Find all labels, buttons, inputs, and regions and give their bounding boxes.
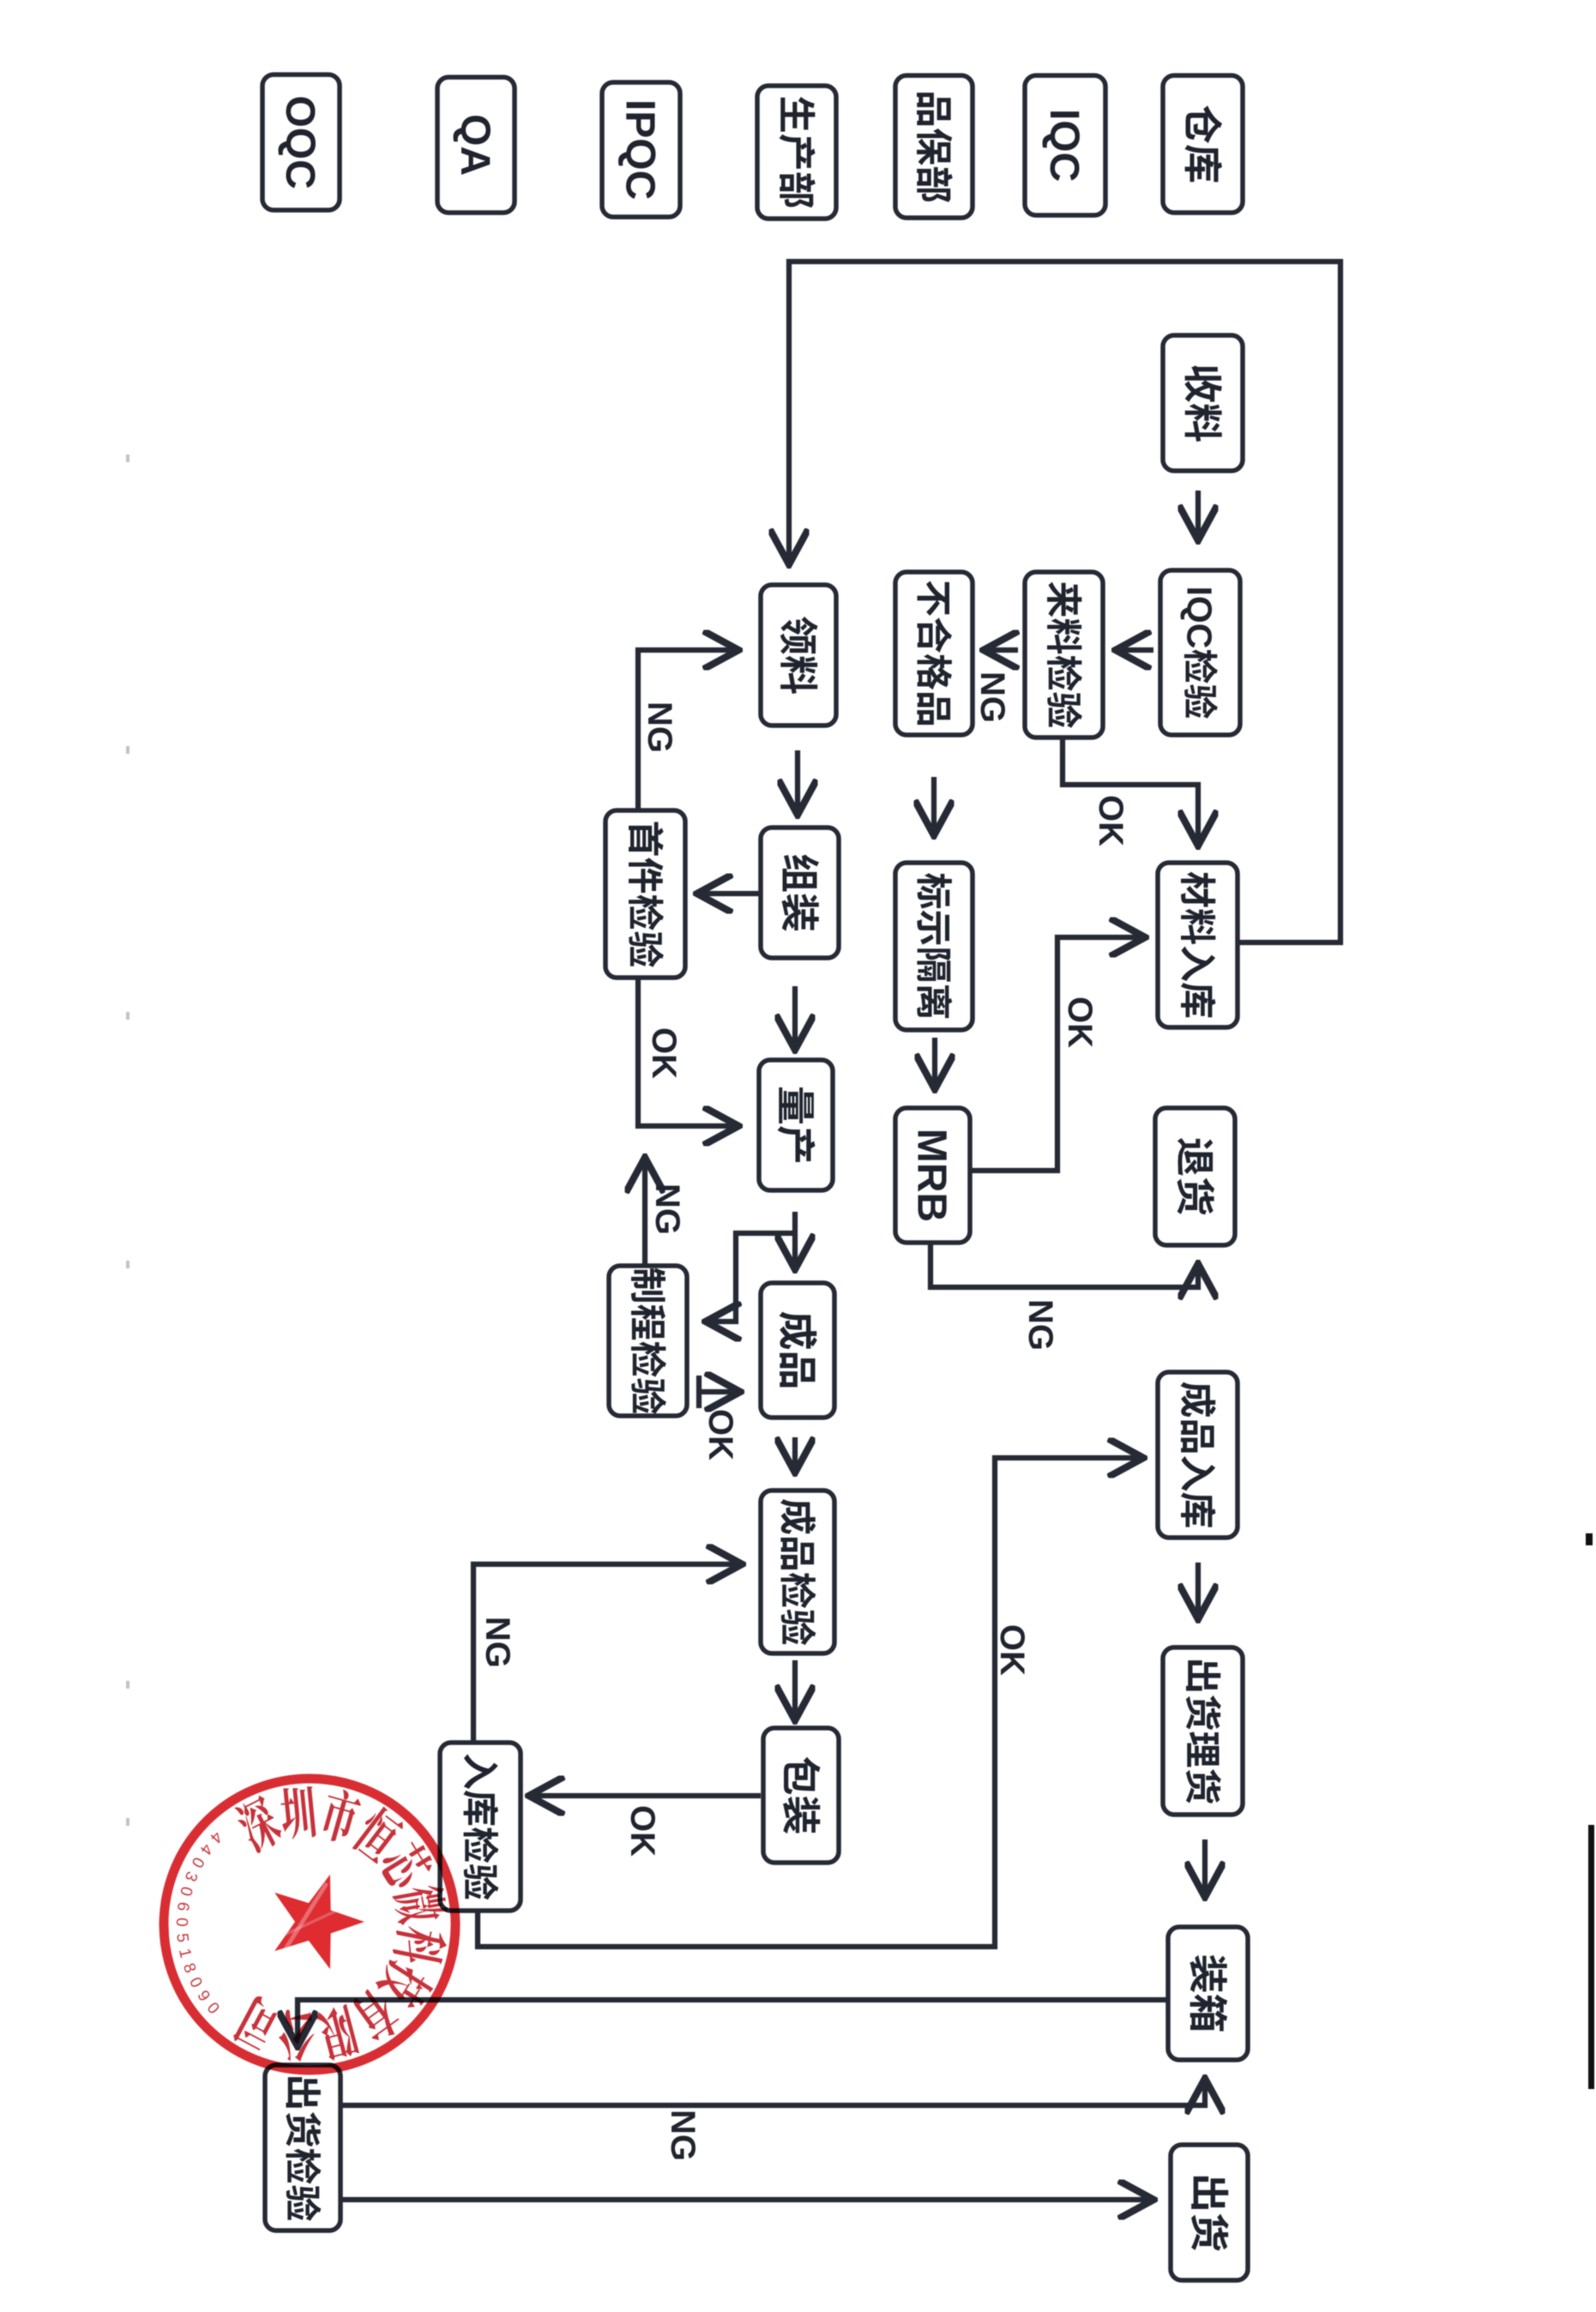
svg-text:IQC: IQC (1180, 587, 1220, 649)
svg-text:NG: NG (664, 2110, 702, 2161)
svg-text:OQC: OQC (277, 95, 322, 189)
svg-text:IQC: IQC (1041, 109, 1087, 182)
svg-text:NG: NG (641, 701, 678, 753)
svg-text:6: 6 (173, 1900, 192, 1912)
svg-text:QA: QA (452, 114, 497, 176)
svg-text:0: 0 (176, 1884, 196, 1898)
svg-text:OK: OK (645, 1027, 683, 1079)
svg-text:OK: OK (702, 1409, 739, 1460)
svg-text:OK: OK (1092, 795, 1129, 846)
svg-text:0: 0 (172, 1918, 190, 1927)
svg-text:OK: OK (623, 1805, 661, 1857)
svg-text:OK: OK (993, 1624, 1031, 1676)
svg-text:NG: NG (973, 671, 1011, 723)
svg-text:MRB: MRB (909, 1129, 955, 1222)
svg-text:IPQC: IPQC (617, 99, 663, 200)
svg-text:1: 1 (175, 1947, 195, 1960)
svg-text:NG: NG (479, 1617, 516, 1668)
svg-text:OK: OK (1061, 996, 1099, 1048)
svg-text:5: 5 (172, 1932, 191, 1943)
svg-text:NG: NG (648, 1183, 686, 1235)
svg-text:NG: NG (1021, 1299, 1059, 1351)
